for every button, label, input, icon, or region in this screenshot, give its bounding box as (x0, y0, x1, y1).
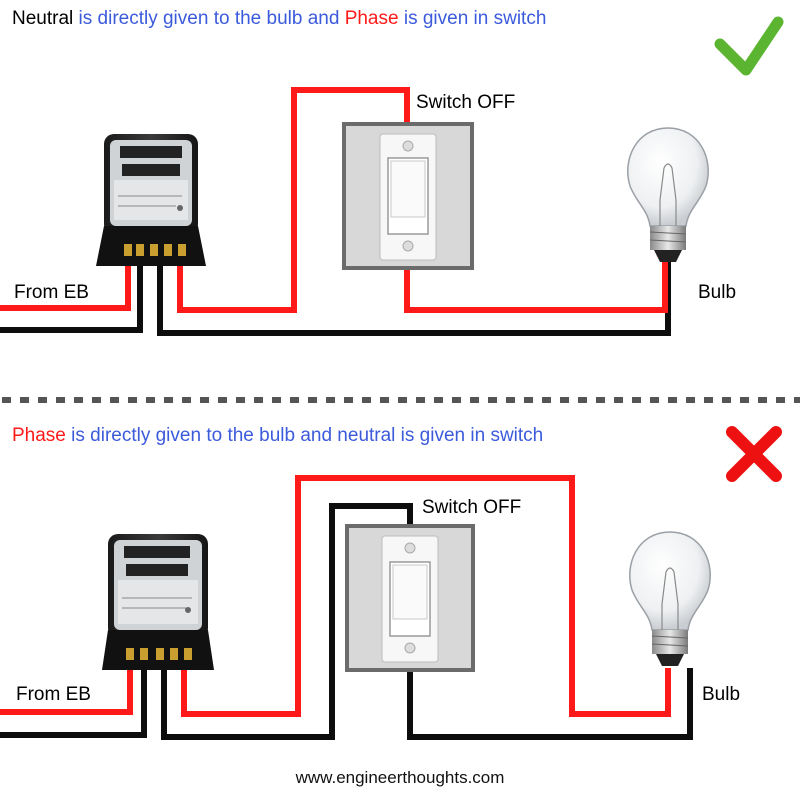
top-bulb (627, 127, 709, 262)
top-switch-label: Switch OFF (416, 92, 516, 113)
bottom-source-label: From EB (16, 684, 91, 705)
bottom-phase-wire (0, 475, 671, 717)
bottom-switch-label: Switch OFF (422, 497, 522, 518)
check-icon (714, 16, 784, 76)
bottom-switch (345, 524, 475, 672)
top-neutral-wire (0, 262, 671, 336)
top-caption-key: Phase (344, 8, 399, 29)
top-caption-mid2: is given in switch (398, 8, 547, 29)
top-phase-wire (0, 87, 668, 313)
bottom-energy-meter (102, 534, 214, 670)
bottom-bulb (629, 531, 711, 666)
cross-icon (726, 426, 782, 482)
website-footer: www.engineerthoughts.com (295, 768, 505, 787)
top-caption: Neutral is directly given to the bulb an… (12, 8, 546, 30)
bottom-bulb-label: Bulb (702, 684, 741, 705)
top-caption-lead: Neutral (12, 8, 74, 29)
top-bulb-label: Bulb (698, 282, 737, 303)
top-diagram (0, 16, 784, 336)
bottom-caption-lead: Phase (12, 425, 66, 446)
bottom-caption: Phase is directly given to the bulb and … (12, 425, 543, 447)
top-source-label: From EB (14, 282, 89, 303)
top-switch (342, 122, 474, 270)
top-energy-meter (96, 134, 206, 266)
top-caption-mid1: is directly given to the bulb and (73, 8, 345, 29)
bottom-neutral-wire (0, 503, 693, 740)
bottom-diagram (0, 426, 782, 740)
bottom-caption-mid1: is directly given to the bulb and neutra… (65, 425, 544, 446)
